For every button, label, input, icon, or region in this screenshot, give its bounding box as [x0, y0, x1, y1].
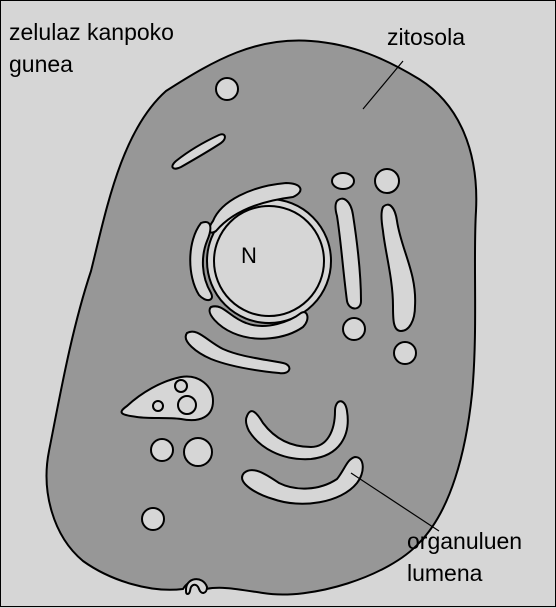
lumen-label-line2: lumena [407, 560, 483, 586]
membrane-invagination [186, 579, 207, 594]
vesicle [332, 173, 354, 189]
lumen-label-line1: organuluen [407, 528, 522, 554]
extracellular-label-line2: gunea [9, 51, 73, 77]
nucleus-label: N [241, 243, 257, 268]
vesicle [394, 342, 416, 364]
vesicle [216, 78, 238, 100]
vesicle [178, 396, 196, 414]
vesicle [142, 508, 164, 530]
vesicle [184, 438, 212, 466]
vesicle [151, 439, 173, 461]
cytosol-label: zitosola [387, 24, 465, 50]
vesicle [375, 169, 399, 193]
vesicle [343, 318, 365, 340]
extracellular-label-line1: zelulaz kanpoko [9, 19, 174, 45]
nucleus-interior [214, 206, 324, 316]
vesicle [175, 380, 187, 392]
vesicle [153, 401, 163, 411]
